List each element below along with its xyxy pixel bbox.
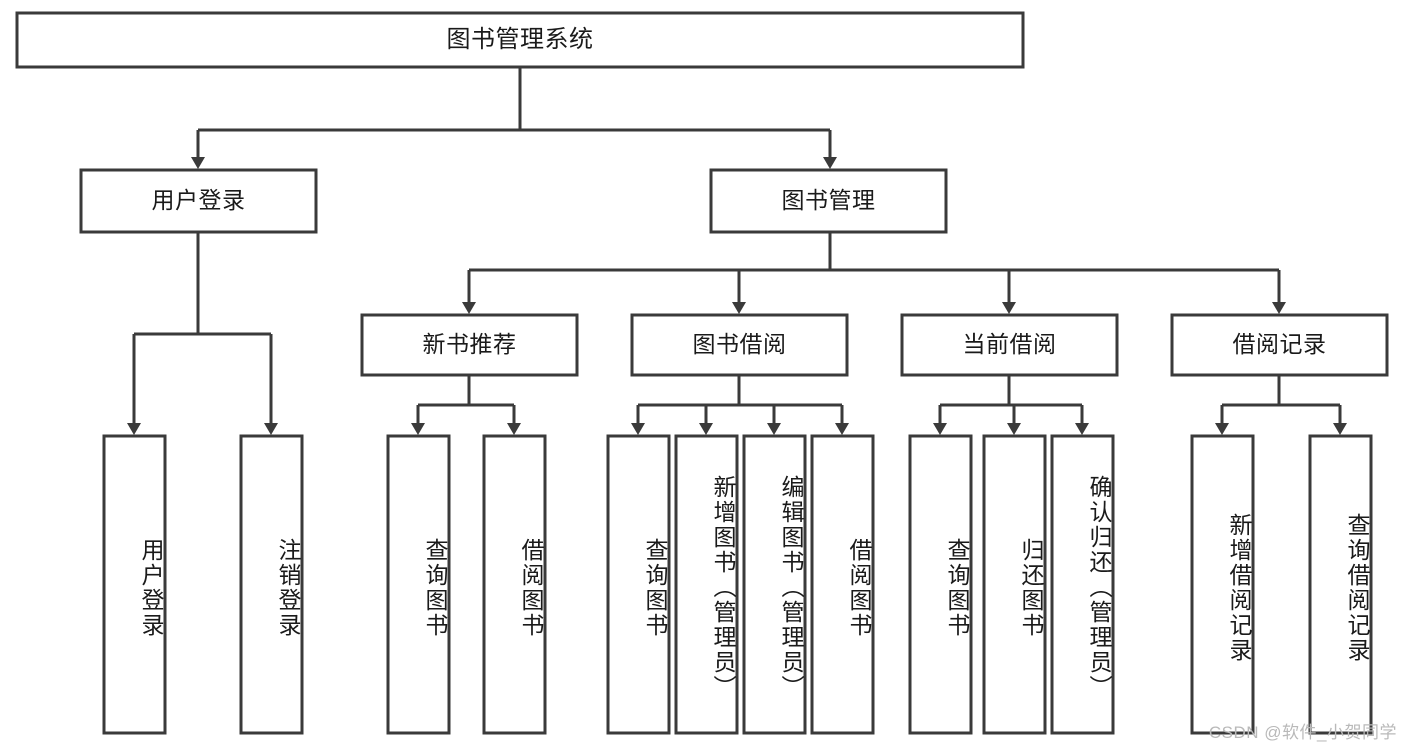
box-borrow-record[interactable] xyxy=(1170,313,1389,377)
box-leaf-record-add[interactable] xyxy=(1190,434,1255,735)
box-user-login[interactable] xyxy=(79,168,318,234)
box-leaf-rec-query-book[interactable] xyxy=(386,434,451,735)
box-book-manage[interactable] xyxy=(709,168,948,234)
box-new-book-rec[interactable] xyxy=(360,313,579,377)
box-leaf-current-confirm-return[interactable] xyxy=(1050,434,1115,735)
box-leaf-borrow-query-book[interactable] xyxy=(606,434,671,735)
box-root[interactable] xyxy=(15,11,1025,69)
box-leaf-record-query[interactable] xyxy=(1308,434,1373,735)
csdn-watermark: CSDN @软件_小贺同学 xyxy=(1208,723,1397,742)
box-leaf-current-query-book[interactable] xyxy=(908,434,973,735)
box-leaf-user-login[interactable] xyxy=(102,434,167,735)
box-leaf-borrow-edit-book[interactable] xyxy=(742,434,807,735)
box-leaf-current-return-book[interactable] xyxy=(982,434,1047,735)
box-leaf-borrow-add-book[interactable] xyxy=(674,434,739,735)
box-leaf-user-logout[interactable] xyxy=(239,434,304,735)
box-current-borrow[interactable] xyxy=(900,313,1119,377)
box-leaf-borrow-borrow-book[interactable] xyxy=(810,434,875,735)
box-book-borrow[interactable] xyxy=(630,313,849,377)
box-leaf-rec-borrow-book[interactable] xyxy=(482,434,547,735)
node-boxes xyxy=(15,11,1389,735)
connectors xyxy=(127,67,1347,435)
